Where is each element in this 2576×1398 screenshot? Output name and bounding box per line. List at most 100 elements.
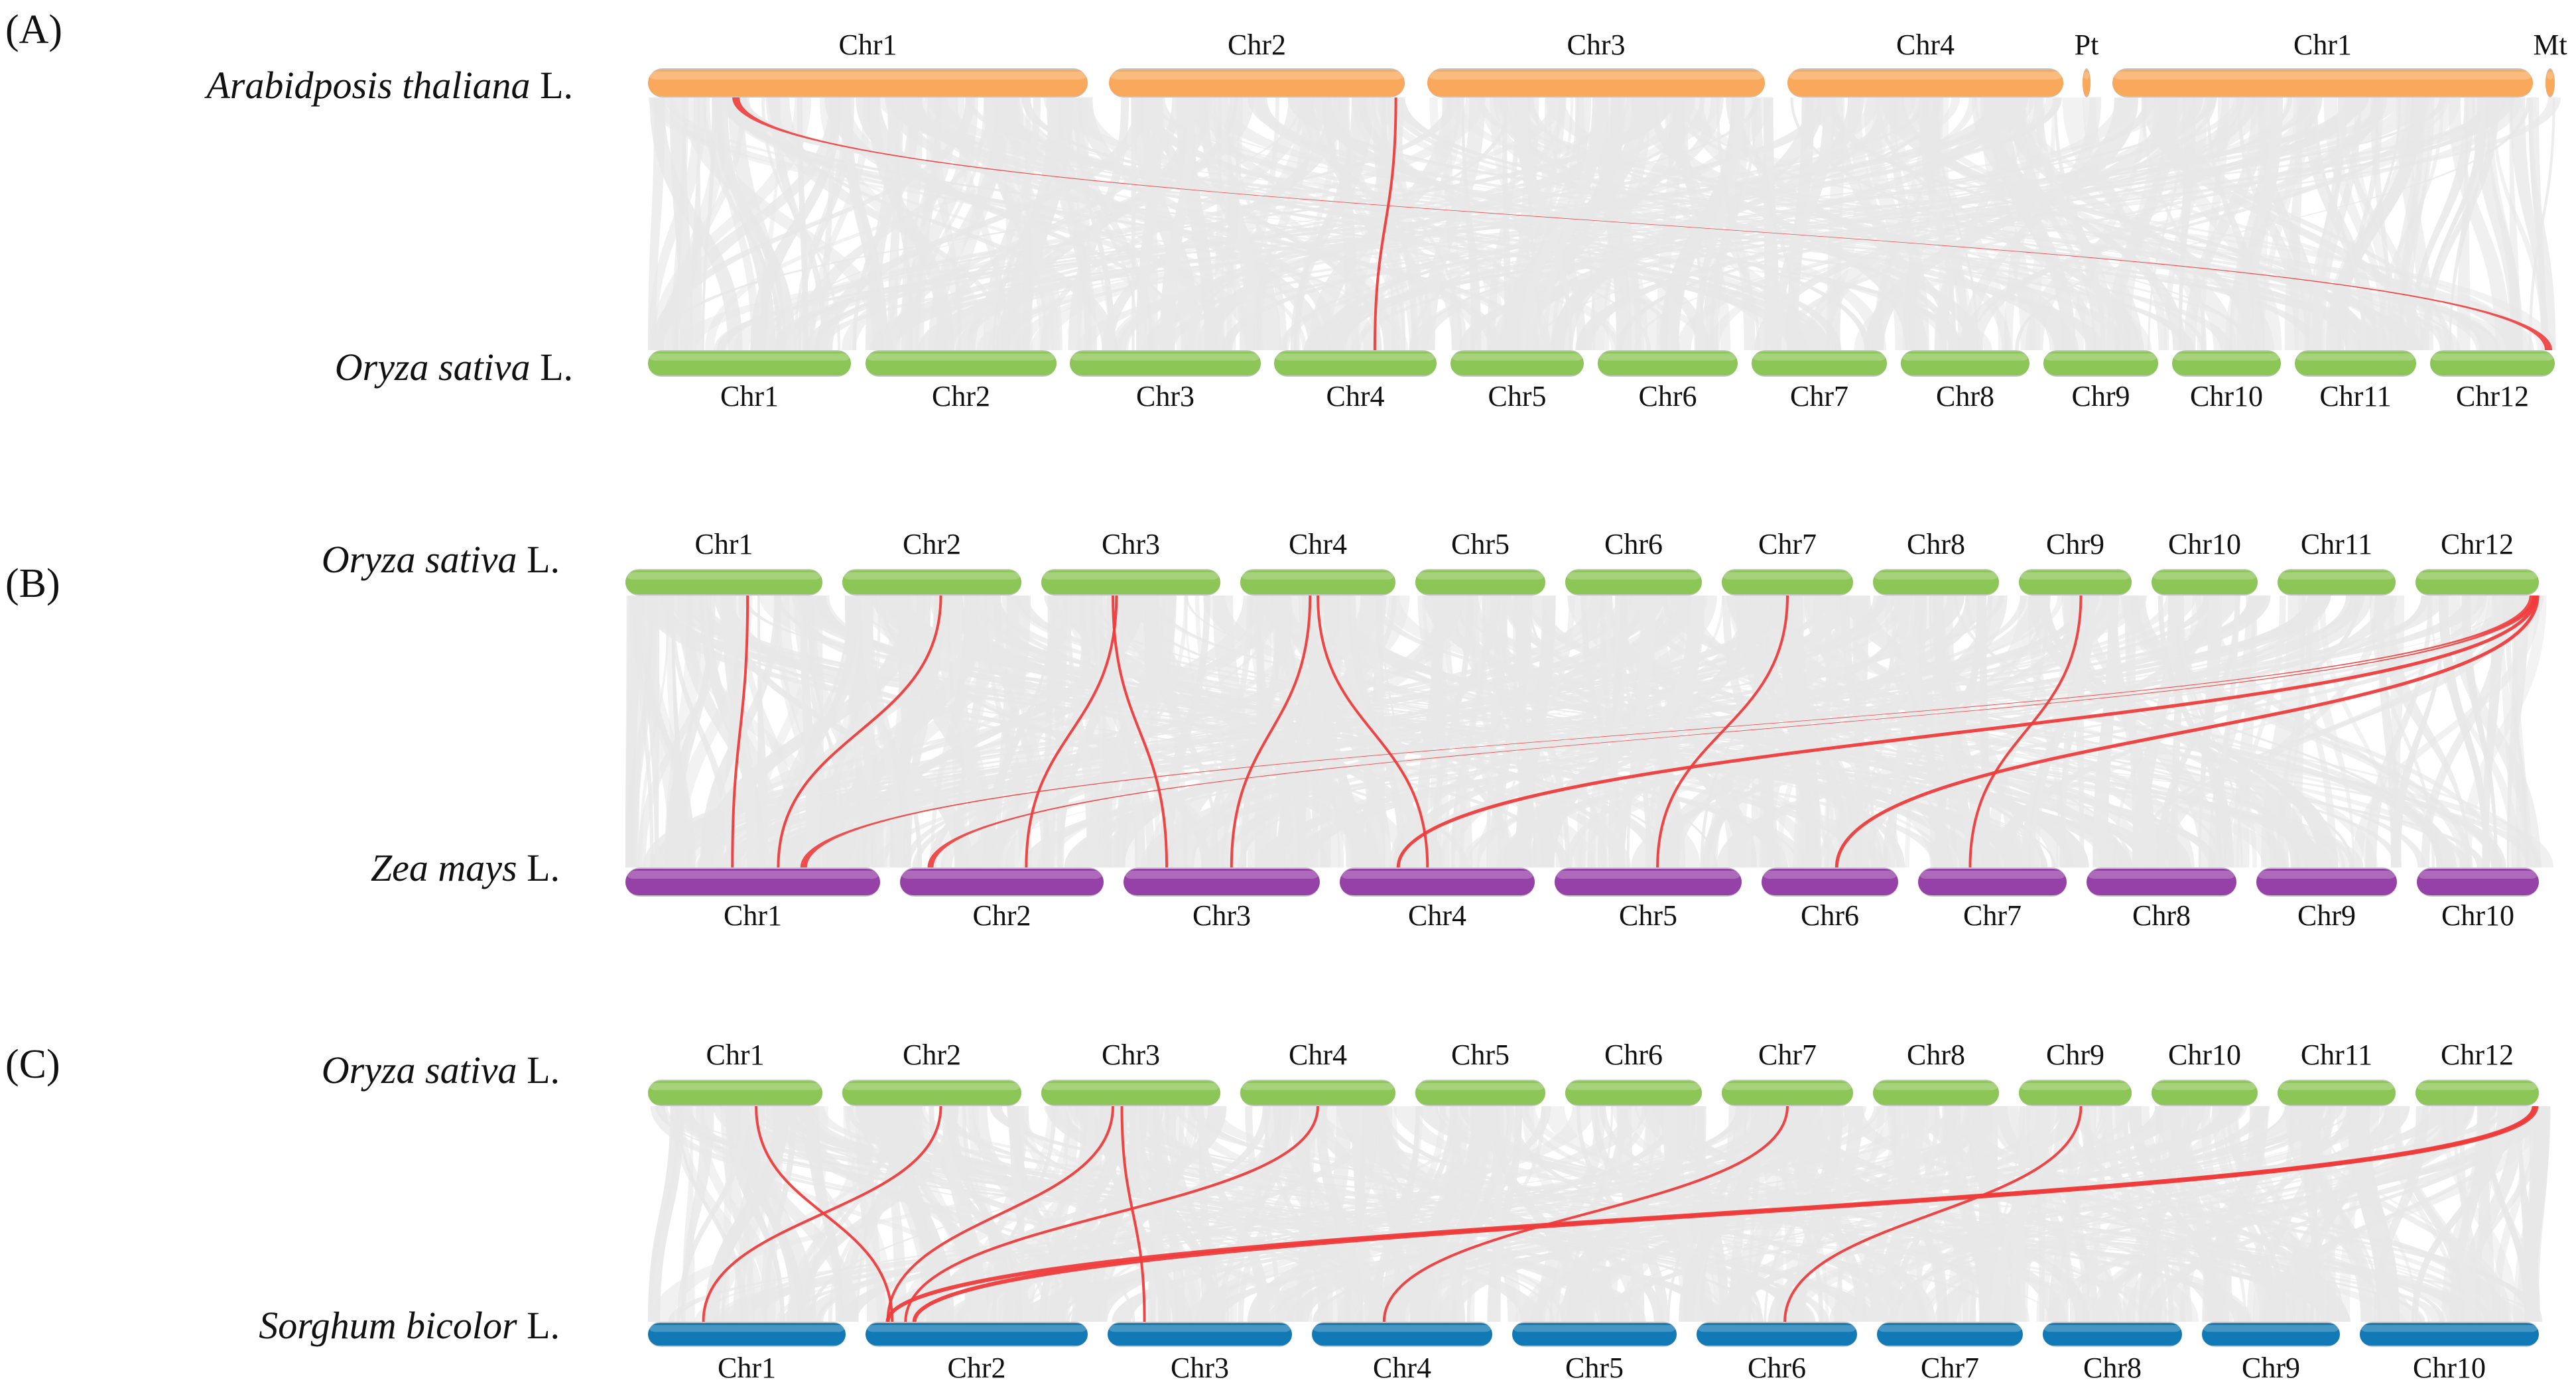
synteny-ribbon: [1253, 596, 1293, 867]
highlight-link: [702, 1106, 942, 1322]
synteny-ribbon: [1870, 1106, 1912, 1322]
synteny-ribbon: [695, 1106, 782, 1322]
chromosome-bar-bottom-7: [1752, 350, 1887, 377]
synteny-ribbon: [2164, 97, 2208, 350]
synteny-ribbon: [1131, 97, 1842, 350]
synteny-ribbon: [703, 97, 783, 350]
synteny-ribbon: [1580, 596, 2152, 867]
synteny-ribbon: [946, 1106, 1023, 1322]
chromosome-label-top-3: Chr3: [1102, 1039, 1160, 1071]
synteny-ribbon: [1129, 596, 1999, 867]
synteny-ribbon: [1461, 97, 1482, 350]
highlight-link: [1835, 595, 2540, 868]
synteny-ribbon: [1892, 97, 1975, 350]
synteny-ribbon: [1290, 97, 1374, 350]
synteny-ribbon: [1295, 1106, 1317, 1322]
synteny-ribbon: [662, 596, 1665, 867]
synteny-ribbon: [734, 1106, 805, 1322]
synteny-ribbon: [665, 596, 703, 867]
chromosome-label-bottom-9: Chr9: [2297, 899, 2356, 932]
chromosome-label-bottom-2: Chr2: [972, 899, 1031, 932]
synteny-ribbon: [1021, 97, 1963, 350]
synteny-ribbon: [1079, 596, 1138, 867]
synteny-ribbon: [2235, 1106, 2276, 1322]
synteny-ribbon: [1983, 97, 2187, 350]
synteny-ribbon: [1345, 1106, 1378, 1322]
synteny-ribbon: [2054, 97, 2106, 350]
highlight-links: [731, 595, 2540, 868]
chromosome-bar-top-7: [2545, 68, 2555, 97]
synteny-ribbon: [2258, 97, 2322, 350]
synteny-ribbon: [1567, 596, 2132, 867]
synteny-ribbon: [2179, 1106, 2270, 1322]
panel-b-top-species-label: Oryza sativa L.: [322, 537, 560, 582]
synteny-ribbon: [1966, 1106, 2022, 1322]
synteny-ribbon: [2313, 1106, 2373, 1322]
synteny-ribbon: [1772, 1106, 1824, 1322]
synteny-ribbon: [2422, 97, 2487, 350]
synteny-ribbon: [1935, 97, 1978, 350]
chromosome-bar-top-10: [2152, 569, 2258, 596]
synteny-ribbon: [1373, 1106, 1423, 1322]
synteny-ribbon: [1053, 596, 1068, 867]
chromosome-bar-top-2: [1109, 68, 1405, 97]
synteny-ribbon: [1159, 97, 1250, 350]
chromosome-bar-top-10: [2152, 1080, 2258, 1106]
synteny-ribbon: [1338, 97, 1359, 350]
synteny-ribbon: [1458, 596, 1532, 867]
synteny-ribbon: [1423, 1106, 1469, 1322]
synteny-ribbon: [673, 97, 2175, 350]
chromosome-bar-top-12: [2415, 569, 2539, 596]
synteny-ribbon: [2374, 1106, 2429, 1322]
chromosome-bar-bottom-2: [900, 867, 1104, 897]
synteny-ribbon: [949, 596, 980, 867]
chromosome-label-top-2: Chr2: [1228, 29, 1286, 61]
synteny-ribbon: [1598, 1106, 1935, 1322]
chromosome-label-top-5: Chr5: [1451, 528, 1510, 560]
synteny-ribbon: [1490, 97, 1541, 350]
synteny-ribbon: [1211, 596, 1254, 867]
synteny-ribbon: [1947, 1106, 1994, 1322]
chromosome-label-top-9: Chr9: [2046, 1039, 2104, 1071]
synteny-ribbon: [2510, 97, 2546, 350]
highlight-link: [777, 595, 942, 868]
synteny-ribbon: [672, 97, 689, 350]
synteny-ribbon: [846, 596, 1145, 867]
chromosome-label-bottom-6: Chr6: [1801, 899, 1859, 932]
synteny-ribbon: [676, 596, 769, 867]
synteny-ribbon: [1324, 97, 1417, 350]
synteny-ribbon: [745, 1106, 781, 1322]
synteny-ribbon: [1923, 1106, 2311, 1322]
synteny-ribbon: [648, 97, 665, 350]
synteny-ribbon: [925, 97, 2394, 350]
synteny-ribbon: [2148, 97, 2185, 350]
synteny-ribbon: [1825, 596, 1832, 867]
synteny-ribbon: [1986, 596, 2490, 867]
synteny-ribbon: [1340, 97, 1435, 350]
synteny-ribbon: [1466, 1106, 1546, 1322]
synteny-ribbon: [992, 1106, 1057, 1322]
chromosome-label-top-10: Chr10: [2168, 1039, 2241, 1071]
synteny-ribbon: [1159, 97, 1194, 350]
highlight-link: [731, 595, 749, 868]
synteny-ribbon: [984, 1106, 1073, 1322]
chromosome-label-top-2: Chr2: [903, 1039, 961, 1071]
synteny-ribbon: [2083, 97, 2167, 350]
synteny-ribbon: [2325, 97, 2425, 350]
chromosome-label-top-11: Chr11: [2300, 1039, 2373, 1071]
synteny-ribbon: [713, 1106, 907, 1322]
synteny-ribbon: [2504, 596, 2528, 867]
chromosome-label-bottom-6: Chr6: [1638, 380, 1697, 413]
panel-c: (C) Oryza sativa L. Sorghum bicolor L. C…: [0, 932, 2576, 1398]
synteny-ribbon: [1263, 1106, 1328, 1322]
synteny-ribbon: [1319, 596, 2089, 867]
chromosome-label-top-5: Pt: [2074, 29, 2099, 61]
synteny-ribbon: [1834, 1106, 1902, 1322]
synteny-ribbon: [2486, 97, 2522, 350]
synteny-ribbon: [2448, 596, 2542, 867]
synteny-ribbon: [1238, 596, 2049, 867]
synteny-ribbon: [1141, 596, 2428, 867]
highlight-link: [886, 1106, 1114, 1322]
synteny-ribbon: [1776, 596, 1850, 867]
synteny-ribbon: [667, 596, 753, 867]
